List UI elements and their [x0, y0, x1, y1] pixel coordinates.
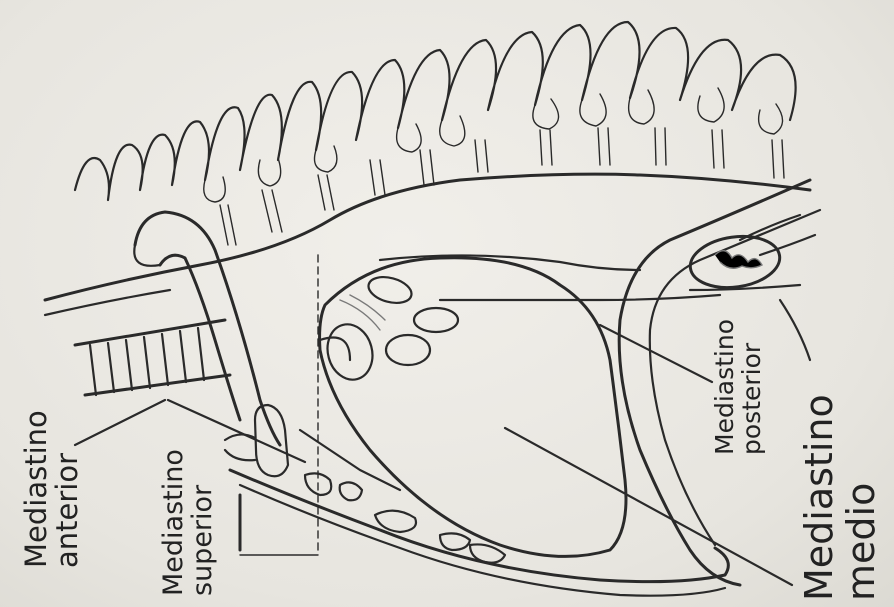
- sternum: [230, 470, 728, 582]
- thymus-anterior-structures: [225, 405, 505, 563]
- label-mediastino-medio-line1: Mediastino: [800, 394, 838, 601]
- label-mediastino-anterior-line1: Mediastino: [22, 410, 51, 568]
- label-mediastino-superior-line2: superior: [189, 449, 216, 596]
- label-mediastino-superior-line1: Mediastino: [160, 449, 187, 596]
- trachea: [75, 320, 230, 395]
- label-mediastino-superior: Mediastino superior: [160, 449, 216, 596]
- label-mediastino-posterior: Mediastino posterior: [712, 319, 764, 455]
- label-mediastino-medio-line2: medio: [842, 394, 880, 601]
- heart: [320, 258, 626, 557]
- label-mediastino-posterior-line1: Mediastino: [712, 319, 737, 455]
- vertebral-anterior-line: [45, 174, 810, 300]
- label-mediastino-medio: Mediastino medio: [800, 394, 880, 601]
- descending-aorta: [687, 231, 783, 293]
- label-mediastino-anterior-line2: anterior: [53, 410, 82, 568]
- vertebral-column: [75, 22, 796, 200]
- label-mediastino-anterior: Mediastino anterior: [22, 410, 82, 568]
- label-mediastino-posterior-line2: posterior: [739, 319, 764, 455]
